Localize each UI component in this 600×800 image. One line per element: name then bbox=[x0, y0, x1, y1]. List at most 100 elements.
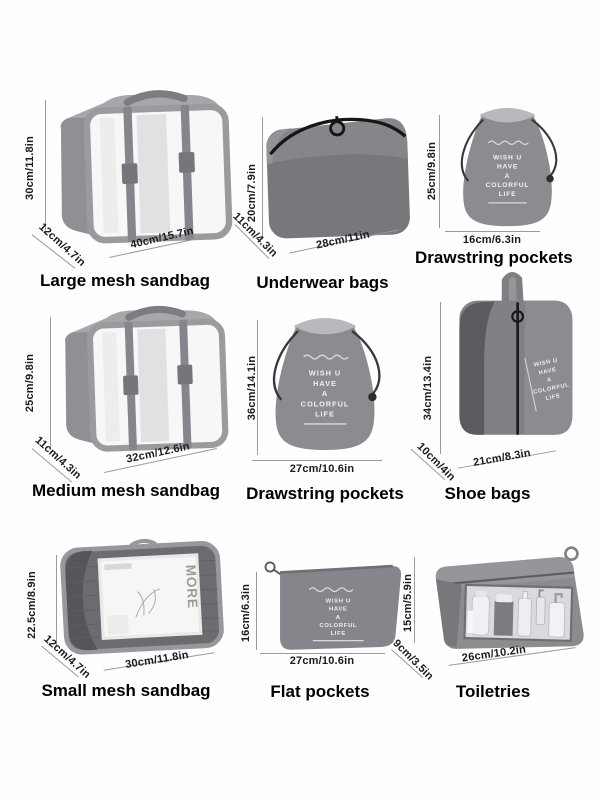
drawstring-pocket-illustration: WISH U HAVE A COLORFUL LIFE bbox=[272, 318, 381, 450]
height-guide-line bbox=[439, 115, 440, 228]
width-guide-line bbox=[260, 653, 385, 654]
product-name: Underwear bags bbox=[256, 273, 389, 292]
pocket-body bbox=[280, 566, 402, 650]
bag-print-line: LIFE bbox=[331, 631, 346, 637]
bag-print-line: WISH U bbox=[309, 369, 341, 378]
width-guide-line bbox=[445, 231, 540, 232]
product-name: Shoe bags bbox=[444, 484, 531, 503]
bag-right-panel bbox=[524, 300, 573, 435]
bag-left-gusset bbox=[436, 579, 462, 648]
product-name: Large mesh sandbag bbox=[39, 271, 211, 290]
product-card-medium-mesh-sandbag: 25cm/9.8in 11cm/4.3in 32cm/12.6in Medium… bbox=[8, 295, 230, 510]
bag-print-line: WISH U bbox=[493, 155, 522, 162]
bag-strap-right bbox=[180, 104, 194, 241]
bag-edge-highlight bbox=[266, 128, 293, 164]
height-guide-line bbox=[56, 555, 57, 647]
height-guide-line bbox=[50, 317, 51, 449]
bag-print-line: HAVE bbox=[538, 367, 557, 377]
bag-print-line: WISH U bbox=[326, 598, 351, 604]
bag-print-line: COLORFUL bbox=[301, 399, 350, 408]
height-guide-line bbox=[45, 100, 46, 235]
bag-handle bbox=[123, 90, 188, 106]
product-card-large-mesh-sandbag: 30cm/11.8in 12cm/4.7in 40cm/15.7in Large… bbox=[8, 85, 233, 295]
print-squiggle bbox=[303, 354, 349, 360]
mesh-highlight-band bbox=[102, 332, 120, 442]
strap-buckle-left bbox=[123, 375, 139, 396]
zipper-pull-ring bbox=[511, 310, 525, 323]
product-card-toiletries: 15cm/5.9in 9cm/3.5in 26cm/10.2in Toiletr… bbox=[390, 535, 600, 710]
width-guide-line bbox=[252, 460, 382, 461]
zipper-line bbox=[439, 571, 575, 586]
strap-buckle-right bbox=[177, 364, 193, 385]
product-card-drawstring-pockets-large: WISH U HAVE A COLORFUL LIFE 36cm/14.1in … bbox=[230, 300, 415, 510]
cord-stopper bbox=[368, 392, 377, 402]
product-name: Flat pockets bbox=[270, 682, 370, 701]
height-dimension-label: 30cm/11.8in bbox=[24, 136, 36, 200]
pocket-top-seam bbox=[279, 564, 393, 574]
flat-pocket-illustration: WISH U HAVE A COLORFUL LIFE bbox=[264, 561, 402, 650]
strap-buckle-left bbox=[121, 163, 138, 184]
bottle-cylinder bbox=[517, 597, 532, 637]
product-name: Small mesh sandbag bbox=[41, 681, 211, 700]
bag-print-line: A bbox=[322, 389, 328, 398]
magazine-inset-photo bbox=[106, 614, 129, 635]
bag-handle-slot bbox=[508, 276, 517, 303]
spray-bottle bbox=[535, 596, 546, 626]
bottle-dark-cap bbox=[496, 594, 512, 603]
pump-bottle bbox=[548, 602, 566, 638]
bag-body bbox=[275, 327, 375, 450]
underwear-bag-illustration bbox=[266, 116, 410, 239]
height-guide-line bbox=[414, 557, 415, 643]
print-squiggle bbox=[487, 140, 529, 146]
height-dimension-label: 25cm/9.8in bbox=[24, 353, 36, 413]
strap-buckle-right bbox=[178, 151, 195, 173]
height-guide-line bbox=[256, 572, 257, 650]
bag-handle bbox=[129, 539, 157, 547]
zipper-pull-ring bbox=[329, 120, 346, 137]
bottle-tall-cap bbox=[475, 590, 487, 598]
small-mesh-sandbag-illustration: MORE bbox=[60, 539, 224, 655]
height-dimension-label: 22.5cm/8.9in bbox=[26, 571, 38, 639]
bag-print-line: COLORFUL bbox=[319, 623, 357, 629]
bag-handle bbox=[125, 305, 186, 321]
zipper-line bbox=[269, 117, 407, 156]
medium-mesh-sandbag-illustration bbox=[65, 305, 229, 452]
bag-print-line: LIFE bbox=[315, 410, 335, 419]
product-card-flat-pockets: WISH U HAVE A COLORFUL LIFE 16cm/6.3in 2… bbox=[230, 545, 415, 710]
mesh-shade-band bbox=[136, 113, 171, 234]
bag-print-line: WISH U bbox=[533, 358, 558, 369]
bag-print-line: COLORFUL bbox=[486, 182, 530, 189]
bag-side-panel bbox=[65, 327, 94, 444]
shoe-bag-illustration: WISH U HAVE A COLORFUL LIFE bbox=[459, 271, 573, 435]
height-guide-line bbox=[257, 320, 258, 455]
drawstring-cord-left bbox=[272, 330, 299, 401]
bag-front-dark-panel bbox=[459, 301, 495, 435]
zipper-pull-loop bbox=[264, 561, 276, 573]
magazine-plant-sketch bbox=[135, 588, 161, 618]
hanging-ring bbox=[564, 546, 579, 561]
pump-spout bbox=[554, 593, 563, 603]
product-name: Drawstring pockets bbox=[246, 484, 404, 503]
drawstring-cord-right bbox=[531, 118, 558, 179]
bag-strap-right bbox=[179, 319, 192, 449]
height-dimension-label: 36cm/14.1in bbox=[246, 355, 258, 421]
height-guide-line bbox=[262, 117, 263, 239]
mesh-highlight-band bbox=[99, 117, 119, 233]
bottle-tall bbox=[471, 595, 490, 636]
toiletry-bag-illustration bbox=[435, 546, 584, 649]
bag-print-line: LIFE bbox=[499, 191, 517, 198]
product-card-shoe-bags: WISH U HAVE A COLORFUL LIFE 34cm/13.4in … bbox=[410, 262, 600, 510]
height-dimension-label: 25cm/9.8in bbox=[426, 141, 438, 201]
bag-print-line: HAVE bbox=[329, 607, 347, 613]
drawstring-pocket-illustration: WISH U HAVE A COLORFUL LIFE bbox=[460, 107, 558, 227]
bag-body bbox=[463, 116, 552, 227]
large-mesh-sandbag-illustration bbox=[60, 90, 233, 244]
product-name: Drawstring pockets bbox=[415, 248, 573, 267]
magazine-title: MORE bbox=[183, 564, 200, 609]
drawstring-cord-right bbox=[351, 330, 381, 397]
drawstring-cord-left bbox=[460, 118, 485, 182]
product-card-underwear-bags: 20cm/7.9in 11cm/4.3in 28cm/11in Underwea… bbox=[230, 85, 415, 295]
mesh-shade-band bbox=[137, 328, 170, 443]
product-card-small-mesh-sandbag: MORE 22.5cm/8.9in 12cm/4.7in 30cm/11.8in… bbox=[8, 535, 230, 710]
